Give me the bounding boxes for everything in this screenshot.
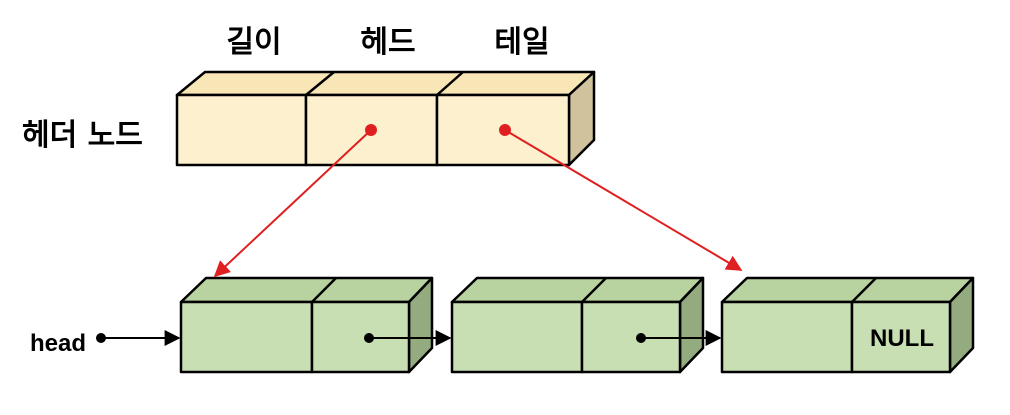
null-label: NULL (870, 325, 934, 352)
header-node (175, 70, 596, 167)
node-3-link (850, 300, 952, 374)
node-3-top (720, 276, 975, 304)
head-label: head (30, 330, 86, 357)
header-cell-length (175, 93, 308, 167)
node-2-data (450, 300, 584, 374)
list-node-1 (179, 276, 434, 374)
list-node-3 (720, 276, 975, 374)
label-tail: 테일 (494, 25, 549, 60)
head-field-arrow (213, 129, 372, 278)
node-1-top (179, 276, 434, 304)
node-1-data (179, 300, 314, 374)
node-2-top (450, 276, 705, 304)
list-node-2 (450, 276, 705, 374)
tail-field-arrow (504, 129, 743, 271)
header-node-label: 헤더 노드 (22, 118, 143, 153)
node-3-data (720, 300, 854, 374)
label-head: 헤드 (360, 25, 415, 60)
header-node-top (175, 70, 596, 97)
label-length: 길이 (226, 25, 281, 60)
